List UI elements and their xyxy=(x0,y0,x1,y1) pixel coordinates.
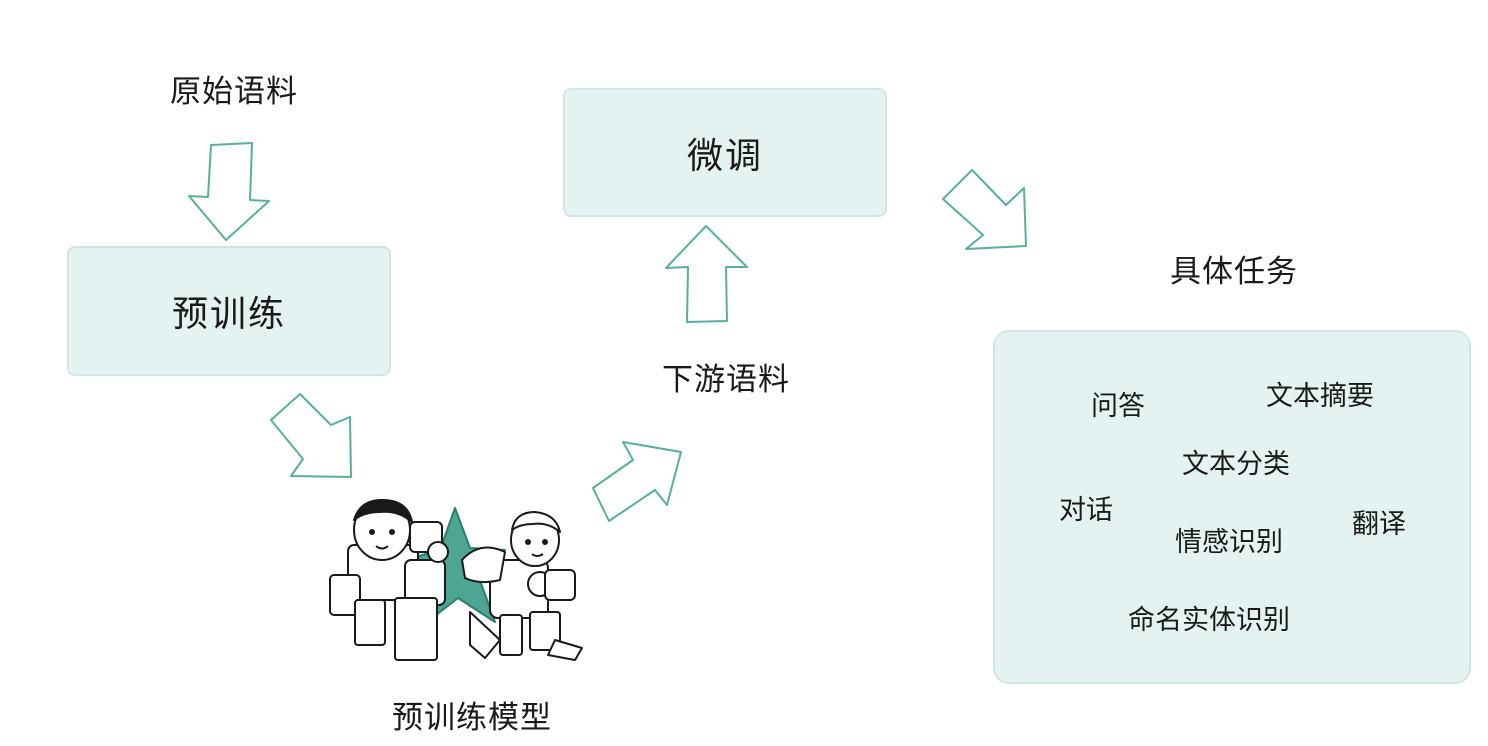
task-summarization: 文本摘要 xyxy=(1266,381,1374,412)
robots-illustration-icon xyxy=(329,499,583,661)
task-qa: 问答 xyxy=(1091,391,1145,422)
task-classification: 文本分类 xyxy=(1182,449,1290,480)
task-translation: 翻译 xyxy=(1352,509,1406,540)
diagonal-arrow-icon xyxy=(270,393,352,478)
tasks-panel xyxy=(993,330,1471,684)
up-arrow-icon xyxy=(665,225,748,323)
downstream-corpus-label: 下游语料 xyxy=(662,362,790,398)
diagonal-arrow-icon xyxy=(592,441,682,522)
finetune-box: 微调 xyxy=(563,88,887,217)
raw-corpus-label: 原始语料 xyxy=(170,74,298,110)
pretrain-box: 预训练 xyxy=(67,246,391,376)
down-arrow-icon xyxy=(188,142,270,241)
task-dialogue: 对话 xyxy=(1059,495,1113,526)
diagonal-arrow-icon xyxy=(942,169,1027,250)
task-ner: 命名实体识别 xyxy=(1128,605,1290,636)
pretrained-model-label: 预训练模型 xyxy=(392,700,552,736)
finetune-box-label: 微调 xyxy=(686,135,763,177)
pretrain-box-label: 预训练 xyxy=(171,294,286,335)
task-sentiment: 情感识别 xyxy=(1175,527,1283,558)
specific-tasks-label: 具体任务 xyxy=(1170,254,1298,290)
